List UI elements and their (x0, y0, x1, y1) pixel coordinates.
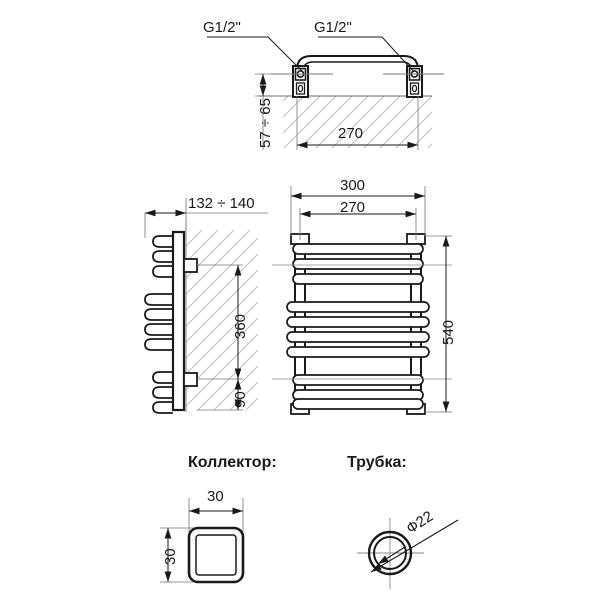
label-bottom-offset: 90 (232, 391, 249, 408)
tube-outer-circle (367, 530, 413, 576)
collector-detail-group (160, 498, 245, 584)
fitting-left (292, 65, 309, 98)
label-center-distance: 360 (232, 313, 249, 339)
fitting-right (406, 65, 423, 98)
loop-group-top (152, 235, 173, 278)
front-bars-bottom (292, 374, 424, 410)
front-bars-middle (286, 301, 430, 358)
leader-thread-left (207, 36, 304, 73)
front-view-group (272, 186, 452, 415)
wall-hatch-top (283, 96, 432, 148)
bracket-top (183, 258, 198, 273)
label-thread-right: G1/2" (314, 19, 352, 36)
label-top-width: 270 (338, 125, 364, 142)
loop-group-middle (144, 293, 173, 351)
heading-tube: Трубка: (347, 454, 407, 471)
pipe-outer-top (296, 55, 419, 86)
heading-collector: Коллектор: (188, 454, 277, 471)
tube-detail-group (357, 518, 459, 589)
label-collector-width: 30 (207, 488, 224, 505)
dim-diameter-arrow-2 (377, 546, 406, 565)
label-depth-range: 57 ÷ 65 (257, 98, 274, 148)
front-bars-top (292, 243, 424, 285)
label-overall-width: 300 (340, 177, 366, 194)
tube-inner-circle (373, 536, 407, 570)
label-thread-left: G1/2" (203, 19, 241, 36)
side-view-group (144, 198, 268, 414)
loop-group-bottom (152, 371, 173, 414)
wall-hatch-side (186, 230, 258, 410)
collector-bar-side (171, 230, 186, 412)
leader-thread-right (318, 36, 415, 73)
label-front-height: 540 (440, 319, 457, 345)
label-center-width: 270 (340, 199, 366, 216)
label-collector-height: 30 (162, 548, 179, 565)
label-side-depth-range: 132 ÷ 140 (188, 195, 255, 212)
top-view-group (207, 36, 444, 150)
collector-square-inner (195, 534, 237, 576)
bracket-bottom (183, 372, 198, 387)
